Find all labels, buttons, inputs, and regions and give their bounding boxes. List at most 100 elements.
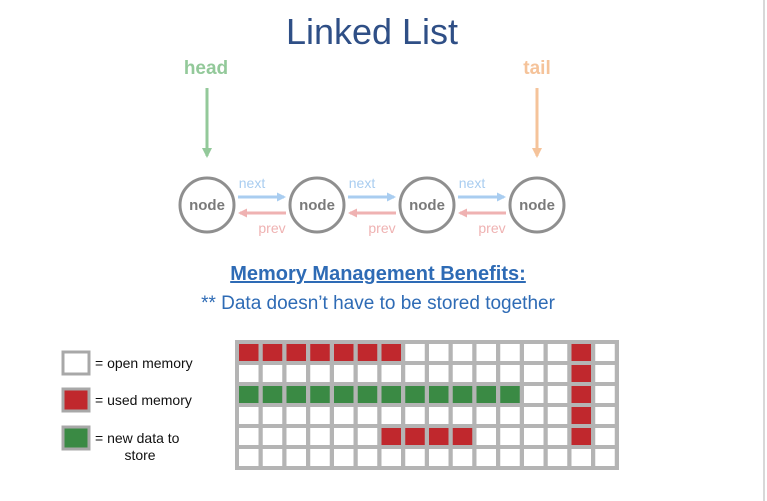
open-memory-cell xyxy=(429,407,449,424)
link-2-3: next prev xyxy=(348,175,396,236)
open-memory-cell xyxy=(286,449,306,466)
benefits-heading: Memory Management Benefits: xyxy=(230,263,526,285)
legend-label: = new data to xyxy=(95,430,180,446)
open-memory-cell xyxy=(500,344,520,361)
page-title: Linked List xyxy=(286,11,458,52)
open-memory-cell xyxy=(476,407,496,424)
open-memory-cell xyxy=(239,449,259,466)
open-memory-cell xyxy=(310,407,330,424)
used-memory-cell xyxy=(262,344,283,361)
open-memory-cell xyxy=(405,407,425,424)
node-4: node xyxy=(508,176,566,234)
open-memory-cell xyxy=(334,428,354,445)
new-data-cell xyxy=(310,386,330,403)
benefits-note: ** Data doesn’t have to be stored togeth… xyxy=(201,293,556,314)
open-memory-cell xyxy=(334,407,354,424)
head-label: head xyxy=(184,58,228,79)
open-memory-cell xyxy=(262,449,283,466)
open-memory-cell xyxy=(405,449,425,466)
next-label: next xyxy=(349,175,376,191)
node-1: node xyxy=(178,176,236,234)
open-memory-cell xyxy=(476,344,496,361)
node-label: node xyxy=(519,197,555,214)
link-3-4: next prev xyxy=(458,175,506,236)
open-memory-cell xyxy=(429,365,449,382)
open-memory-cell xyxy=(500,407,520,424)
open-memory-cell xyxy=(286,365,306,382)
tail-label: tail xyxy=(523,58,550,79)
open-memory-cell xyxy=(524,344,544,361)
open-memory-cell xyxy=(381,365,401,382)
open-memory-cell xyxy=(524,386,544,403)
open-memory-cell xyxy=(595,365,615,382)
used-memory-cell xyxy=(571,407,591,424)
open-memory-cell xyxy=(239,428,259,445)
used-memory-cell xyxy=(286,344,306,361)
node-label: node xyxy=(189,197,225,214)
open-memory-cell xyxy=(595,449,615,466)
open-memory-cell xyxy=(452,407,473,424)
open-memory-cell xyxy=(262,428,283,445)
new-data-cell xyxy=(381,386,401,403)
used-memory-cell xyxy=(357,344,378,361)
new-data-cell xyxy=(262,386,283,403)
used-memory-cell xyxy=(310,344,330,361)
open-memory-cell xyxy=(595,344,615,361)
used-memory-cell xyxy=(571,428,591,445)
new-data-swatch xyxy=(61,425,91,451)
open-memory-cell xyxy=(452,344,473,361)
open-memory-cell xyxy=(286,428,306,445)
open-memory-cell xyxy=(429,344,449,361)
node-3: node xyxy=(398,176,456,234)
open-memory-cell xyxy=(452,449,473,466)
open-memory-cell xyxy=(500,449,520,466)
open-memory-cell xyxy=(310,428,330,445)
open-memory-cell xyxy=(262,365,283,382)
node-2: node xyxy=(288,176,346,234)
open-memory-cell xyxy=(524,407,544,424)
used-memory-cell xyxy=(239,344,259,361)
open-memory-cell xyxy=(381,407,401,424)
new-data-cell xyxy=(239,386,259,403)
used-memory-cell xyxy=(429,428,449,445)
open-memory-cell xyxy=(595,386,615,403)
open-memory-cell xyxy=(476,449,496,466)
next-label: next xyxy=(239,175,266,191)
open-memory-cell xyxy=(357,407,378,424)
open-memory-cell xyxy=(524,428,544,445)
node-label: node xyxy=(409,197,445,214)
open-memory-cell xyxy=(405,365,425,382)
new-data-cell xyxy=(500,386,520,403)
open-memory-cell xyxy=(595,428,615,445)
open-memory-cell xyxy=(357,449,378,466)
used-memory-cell xyxy=(381,428,401,445)
next-label: next xyxy=(459,175,486,191)
used-memory-cell xyxy=(571,365,591,382)
legend: = open memory = used memory = new data t… xyxy=(61,350,193,463)
open-memory-cell xyxy=(239,365,259,382)
used-memory-cell xyxy=(571,344,591,361)
open-memory-cell xyxy=(381,449,401,466)
open-memory-cell xyxy=(547,386,568,403)
open-memory-cell xyxy=(334,449,354,466)
used-memory-cell xyxy=(405,428,425,445)
memory-grid-background xyxy=(235,340,619,470)
open-memory-cell xyxy=(357,365,378,382)
open-memory-cell xyxy=(239,407,259,424)
open-memory-swatch xyxy=(61,350,91,376)
legend-label: = open memory xyxy=(95,355,193,371)
open-memory-cell xyxy=(524,449,544,466)
new-data-cell xyxy=(452,386,473,403)
new-data-cell xyxy=(429,386,449,403)
used-memory-swatch xyxy=(61,387,91,413)
open-memory-cell xyxy=(547,365,568,382)
open-memory-cell xyxy=(547,449,568,466)
memory-grid xyxy=(235,340,619,470)
open-memory-cell xyxy=(452,365,473,382)
used-memory-cell xyxy=(452,428,473,445)
used-memory-cell xyxy=(334,344,354,361)
prev-label: prev xyxy=(258,220,285,236)
new-data-cell xyxy=(476,386,496,403)
open-memory-cell xyxy=(357,428,378,445)
